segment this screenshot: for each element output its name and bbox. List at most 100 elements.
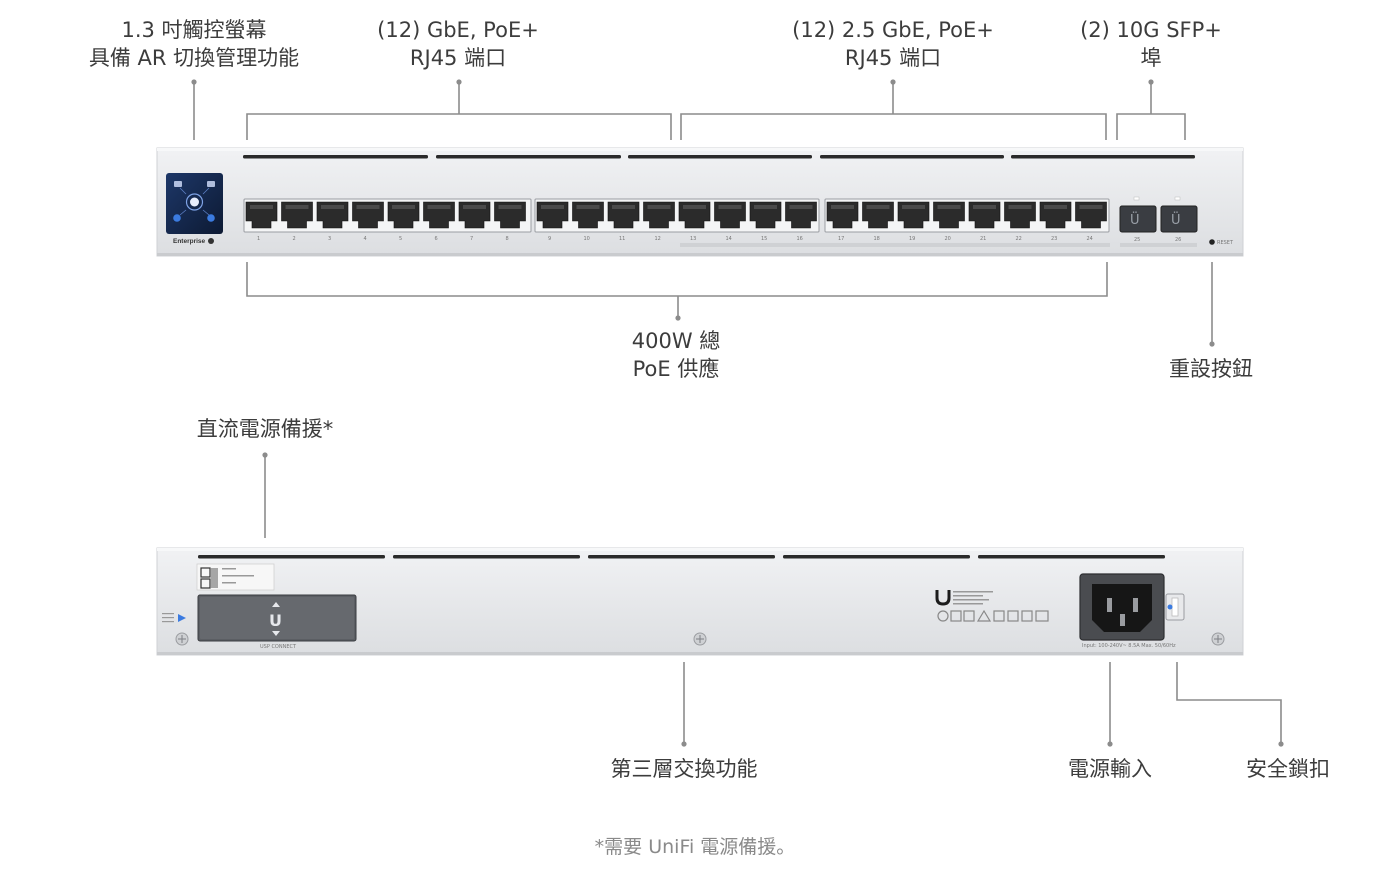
label-dc-backup: 直流電源備援* [178,415,352,443]
port-number: 10 [584,236,590,242]
port-number: 16 [797,236,803,242]
rj45-port-contacts [1008,205,1032,209]
sfp-port [1160,205,1198,233]
rj45-port-contacts [541,205,564,209]
usp-logo-icon: U [269,611,282,630]
port-number: 24 [1087,236,1093,242]
label-layer3-text: 第三層交換功能 [610,757,758,781]
brand-plus-icon [208,238,214,244]
label-touchscreen: 1.3 吋觸控螢幕 具備 AR 切換管理功能 [76,16,312,72]
sfp-number: 25 [1134,237,1140,243]
reset-button [1209,239,1215,245]
port-number: 2 [293,236,296,242]
usp-arrow-down-icon [272,631,280,636]
port-number: 11 [619,236,625,242]
rj45-port-contacts [937,205,961,209]
port-number: 15 [761,236,767,242]
rj45-port-contacts [356,205,380,209]
rj45-port-contacts [250,205,273,209]
rj45-port-contacts [1079,205,1103,209]
label-touchscreen-line1: 1.3 吋觸控螢幕 [121,18,267,42]
port-number: 18 [874,236,880,242]
port-number: 13 [690,236,696,242]
label-sfp-ports-line2: 埠 [1140,46,1162,70]
label-poe-budget: 400W 總 PoE 供應 [596,327,756,383]
port-speed-bar [680,243,1110,247]
usp-connect-label: USP CONNECT [260,644,297,650]
security-lock-clip [1165,593,1185,621]
usp-arrow-up-icon [272,602,280,607]
sfp-port-group: Ü Ü 25 26 [1119,196,1198,247]
port-number: 14 [726,236,732,242]
sfp-port-icon: Ü [1171,211,1181,228]
sfp-led [1133,196,1140,201]
rj45-port-contacts [498,205,522,209]
status-led-arrow-icon [178,614,186,622]
label-security-lock: 安全鎖扣 [1228,755,1348,783]
rj45-port-contacts [647,205,671,209]
brand-enterprise: Enterprise [173,238,206,245]
usp-connect-port: U [197,594,357,642]
port-number: 9 [548,236,551,242]
label-25g-ports-line1: (12) 2.5 GbE, PoE+ [792,18,994,42]
rj45-port-contacts [427,205,451,209]
front-vents [243,155,1195,159]
rj45-port-group [245,201,1107,229]
serial-sticker [196,563,275,591]
power-input-socket [1079,573,1165,641]
label-sfp-ports-line1: (2) 10G SFP+ [1080,18,1222,42]
front-leader-dots [191,79,1215,347]
label-poe-budget-line2: PoE 供應 [632,357,720,381]
port-number: 22 [1016,236,1022,242]
rj45-port-contacts [902,205,925,209]
rj45-port-contacts [683,205,706,209]
rj45-port-contacts [285,205,309,209]
rj45-port-contacts [973,205,996,209]
label-power-input: 電源輸入 [1050,755,1170,783]
label-25g-ports-line2: RJ45 端口 [844,46,942,70]
rj45-port-contacts [576,205,600,209]
label-gbe-ports: (12) GbE, PoE+ RJ45 端口 [368,16,548,72]
sfp-led [1174,196,1181,201]
port-number: 7 [470,236,473,242]
label-gbe-ports-line2: RJ45 端口 [409,46,507,70]
rj45-port-contacts [1044,205,1067,209]
sfp-speed-bar [1120,243,1197,247]
label-sfp-ports: (2) 10G SFP+ 埠 [1076,16,1226,72]
rj45-port-contacts [831,205,854,209]
sfp-port [1119,205,1157,233]
power-rating-label: Input: 100-240V~ 8.5A Max. 50/60Hz [1082,643,1176,649]
label-security-lock-text: 安全鎖扣 [1246,757,1330,781]
compliance-marks-icon [937,609,1049,622]
front-leader-lines [193,82,1213,344]
rj45-port-contacts [789,205,813,209]
ubiquiti-logo-icon [935,590,951,606]
port-number: 23 [1051,236,1057,242]
rear-vents [198,555,1165,559]
rj45-port-contacts [612,205,635,209]
port-number: 1 [257,236,260,242]
port-number: 19 [909,236,915,242]
rear-leader-dots [262,452,1284,747]
port-number: 4 [364,236,367,242]
port-blocks [243,198,1110,233]
port-number: 3 [328,236,331,242]
touchscreen-display [166,173,223,234]
port-number: 5 [399,236,402,242]
label-reset-button-text: 重設按鈕 [1169,357,1253,381]
label-touchscreen-line2: 具備 AR 切換管理功能 [88,46,300,70]
port-number: 12 [655,236,661,242]
rj45-port-contacts [866,205,890,209]
port-number: 8 [506,236,509,242]
label-power-input-text: 電源輸入 [1068,757,1152,781]
port-number: 6 [435,236,438,242]
label-25g-ports: (12) 2.5 GbE, PoE+ RJ45 端口 [788,16,998,72]
port-number: 20 [945,236,951,242]
sfp-number: 26 [1175,237,1181,243]
rj45-port-contacts [392,205,415,209]
label-dc-backup-text: 直流電源備援* [196,417,334,441]
rj45-port-contacts [754,205,777,209]
